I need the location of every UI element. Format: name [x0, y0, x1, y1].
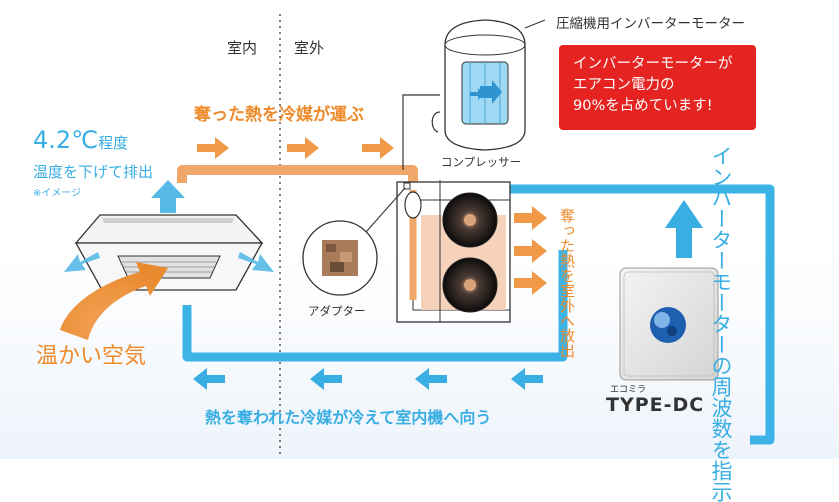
outdoor-unit	[396, 180, 511, 323]
cool-air-arrows	[64, 180, 274, 272]
hot-flow-arrows	[197, 137, 394, 159]
controller-box	[619, 267, 719, 381]
temp-number: 4.2℃	[33, 126, 99, 154]
warm-air-label: 温かい空気	[36, 344, 147, 369]
frequency-instruction-label: インバーターモーターの周波数を指示	[709, 145, 733, 502]
temperature-description: 温度を下げて排出	[33, 163, 154, 181]
warm-air-arrow	[60, 262, 168, 340]
inverter-power-alert: インバーターモーターが エアコン電力の 90%を占めています!	[559, 45, 756, 130]
indoor-cassette-unit	[74, 214, 264, 291]
brand-small-label: エコミラ	[610, 385, 647, 395]
temp-degree: 程度	[98, 134, 129, 152]
indoor-label: 室内	[227, 39, 258, 57]
outdoor-label: 室外	[294, 39, 325, 57]
brand-large-label: TYPE-DC	[606, 394, 705, 416]
alert-line-1: インバーターモーターが	[573, 56, 733, 72]
compressor-label: コンプレッサー	[441, 155, 522, 169]
alert-line-2: エアコン電力の	[573, 77, 675, 93]
refrigerant-diagram	[60, 14, 775, 455]
alert-line-3: 90%を占めています!	[573, 98, 713, 114]
return-flow-label: 熱を奪われた冷媒が冷えて室内機へ向う	[205, 408, 492, 427]
heat-release-arrows	[514, 206, 547, 295]
frequency-arrow	[665, 200, 703, 258]
compressor-inverter-motor-label: 圧縮機用インバーターモーター	[556, 16, 745, 32]
hot-refrigerant-pipe	[177, 94, 440, 192]
heat-release-label: 奪った熱を室外へ放出	[558, 208, 576, 358]
compressor-unit	[431, 19, 546, 151]
carry-heat-label: 奪った熱を冷媒が運ぶ	[194, 105, 364, 125]
temperature-value: 4.2℃程度	[33, 126, 128, 154]
adapter-label: アダプター	[308, 304, 366, 318]
return-flow-arrows	[193, 368, 543, 390]
image-note: ※イメージ	[33, 188, 82, 199]
adapter-callout	[302, 187, 406, 296]
